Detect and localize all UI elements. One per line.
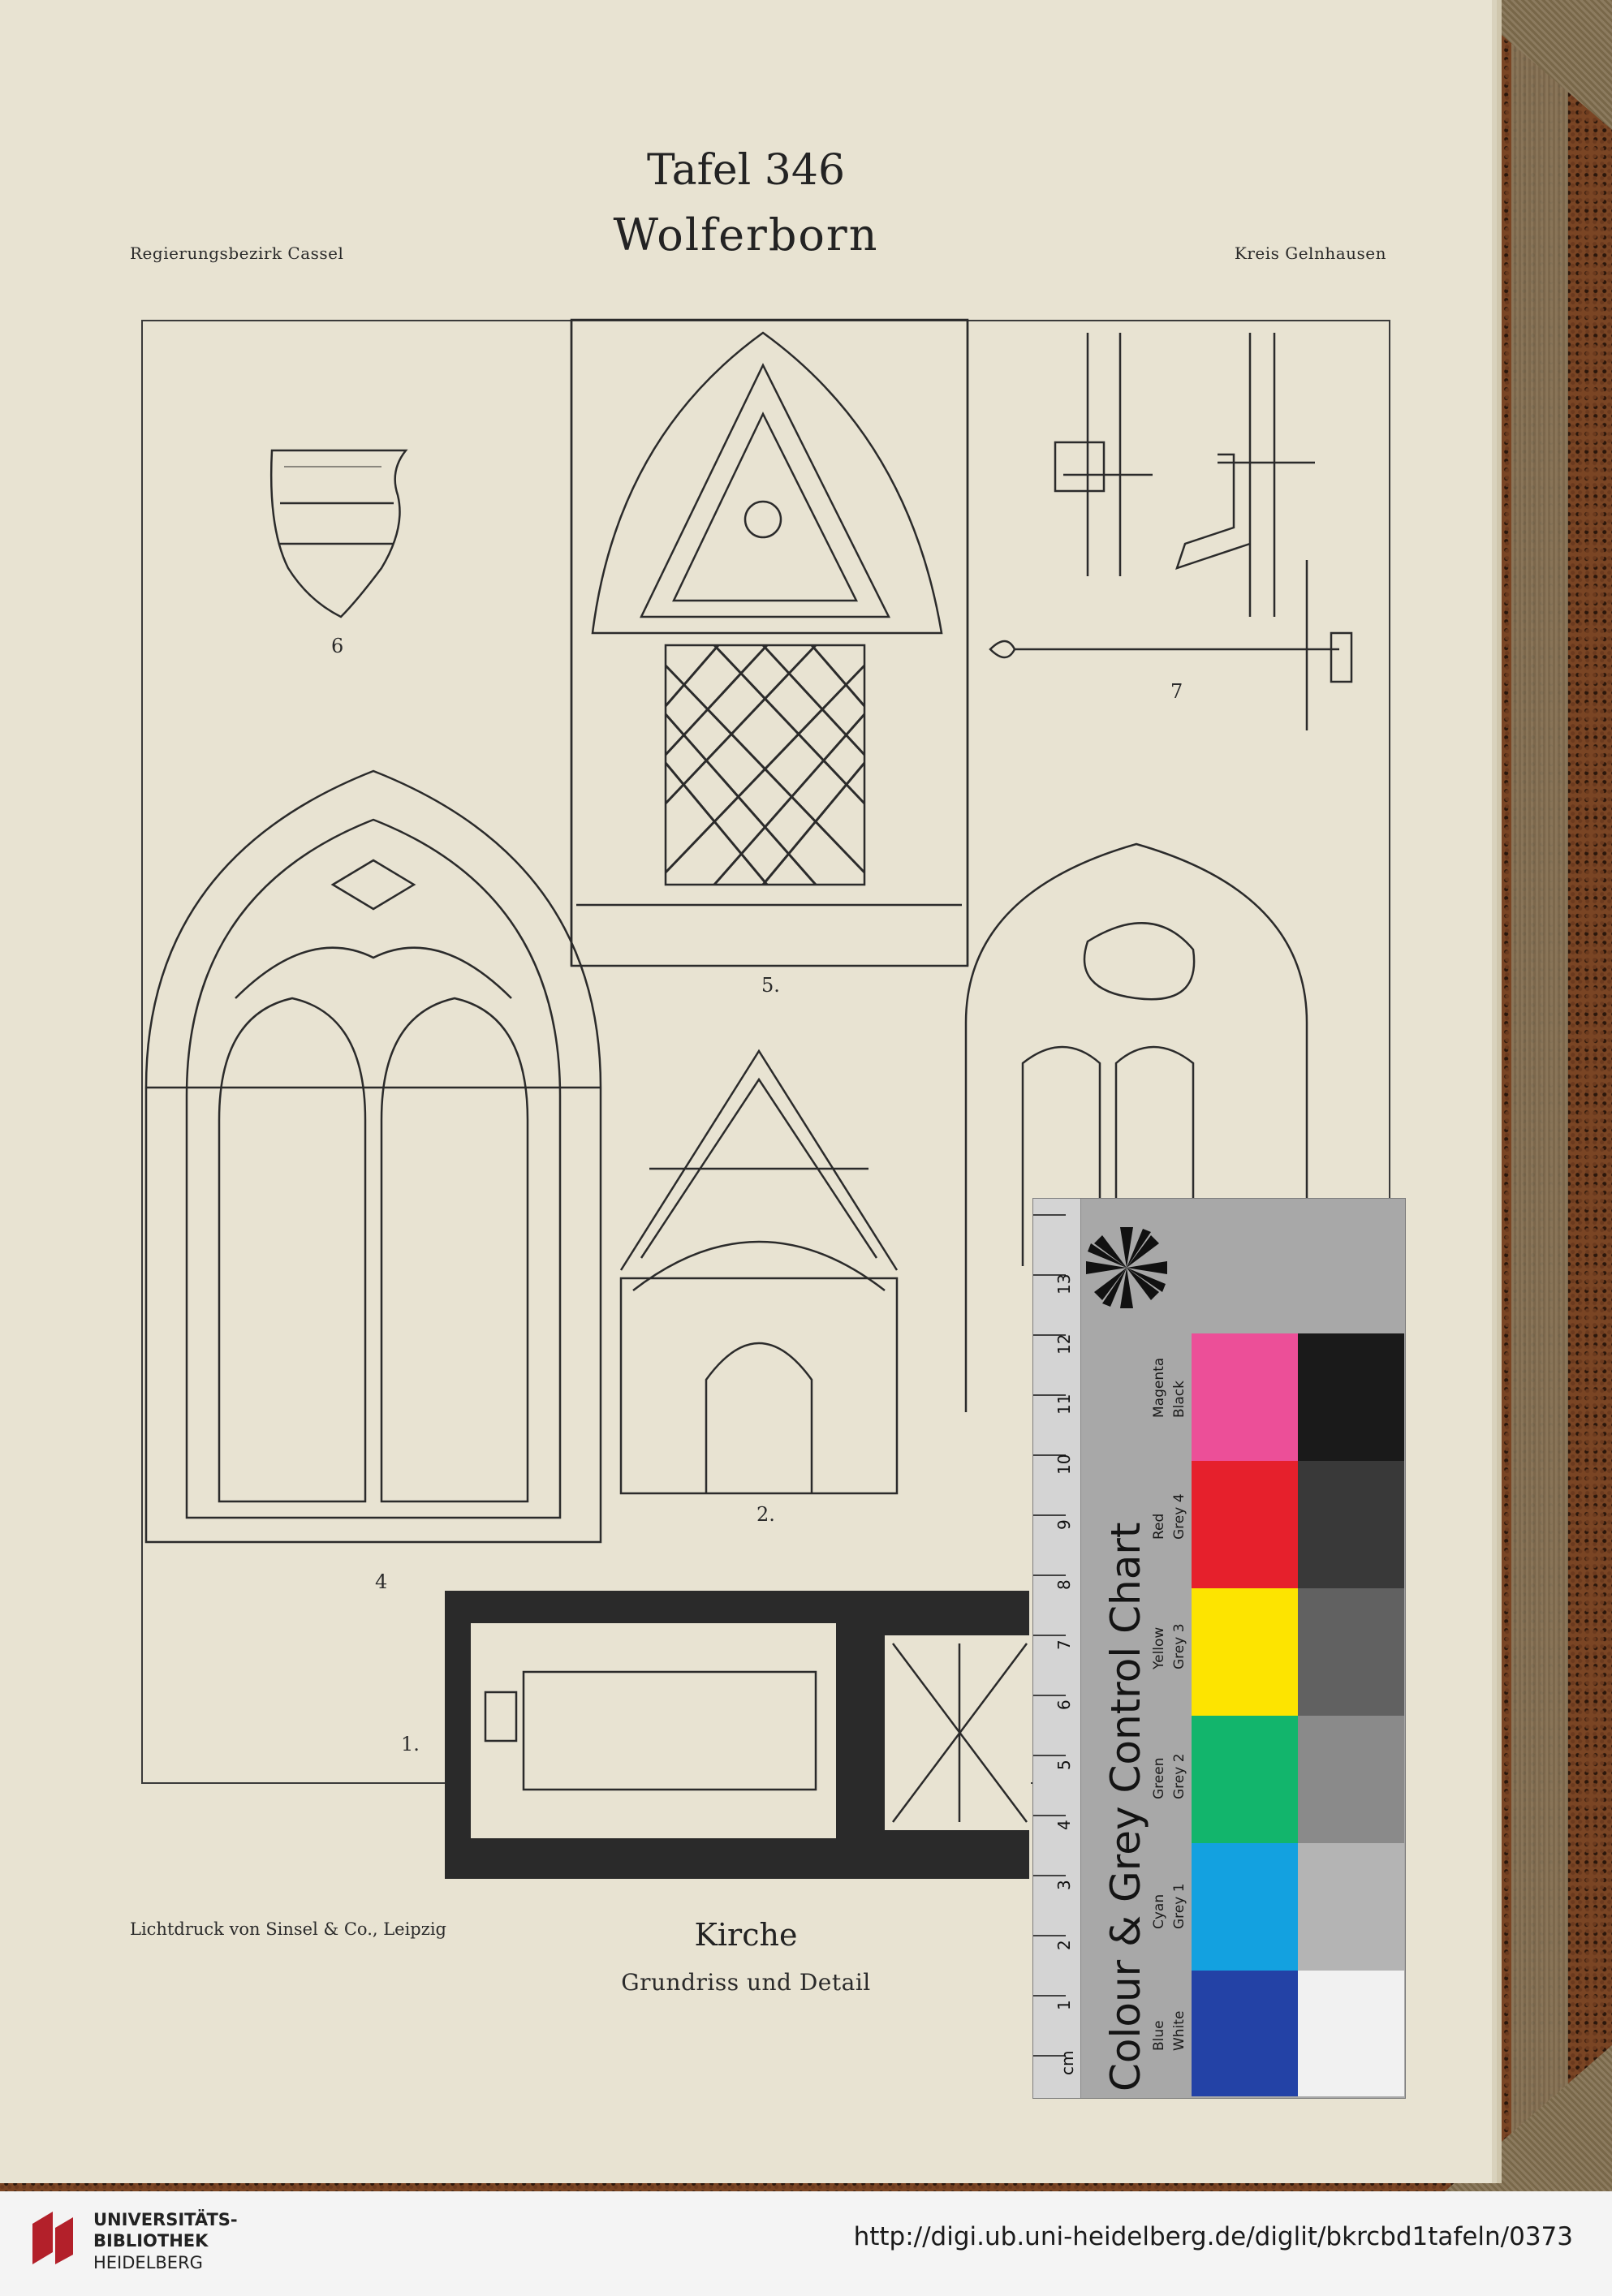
patch-black — [1298, 1333, 1404, 1461]
ruler-num-1: 1 — [1054, 2000, 1074, 2010]
patch-cyan — [1192, 1843, 1298, 1971]
iron-fittings-drawing — [989, 333, 1353, 730]
ruler-num-7: 7 — [1054, 1639, 1074, 1650]
label-red: Red — [1151, 1513, 1167, 1540]
label-black: Black — [1171, 1381, 1187, 1418]
colour-control-chart: cm 1 2 3 4 5 6 7 8 9 10 11 12 13 Colour … — [1032, 1198, 1406, 2099]
label-magenta: Magenta — [1151, 1357, 1167, 1418]
patch-yellow — [1192, 1588, 1298, 1716]
ruler-num-9: 9 — [1054, 1519, 1074, 1530]
printer-credit: Lichtdruck von Sinsel & Co., Leipzig — [130, 1919, 446, 1939]
gable-window-drawing — [576, 331, 962, 907]
ruler-num-2: 2 — [1054, 1940, 1074, 1950]
figure-number-2: 2. — [756, 1503, 775, 1526]
ruler-num-6: 6 — [1054, 1699, 1074, 1710]
patch-white — [1298, 1971, 1404, 2096]
ruler-num-4: 4 — [1054, 1820, 1074, 1830]
plate-number: Tafel 346 — [646, 146, 846, 195]
plate-subcaption: Grundriss und Detail — [621, 1969, 871, 1996]
patch-magenta — [1192, 1333, 1298, 1461]
ruler-num-12: 12 — [1054, 1333, 1074, 1355]
patch-red — [1192, 1461, 1298, 1588]
label-cyan: Cyan — [1151, 1893, 1167, 1929]
colour-patches — [1192, 1333, 1404, 2096]
label-yellow: Yellow — [1151, 1626, 1167, 1669]
label-white: White — [1171, 2010, 1187, 2051]
library-name: UNIVERSITÄTS- BIBLIOTHEK HEIDELBERG — [93, 2209, 238, 2273]
ruler-num-3: 3 — [1054, 1880, 1074, 1890]
library-logo-icon — [32, 2212, 73, 2264]
library-name-line1: UNIVERSITÄTS- — [93, 2210, 238, 2229]
region-label: Regierungsbezirk Cassel — [130, 243, 344, 263]
library-name-line2: BIBLIOTHEK — [93, 2231, 209, 2251]
figure-number-7: 7 — [1170, 680, 1183, 703]
library-name-line3: HEIDELBERG — [93, 2252, 203, 2272]
label-green: Green — [1151, 1757, 1167, 1799]
footer-bar — [0, 2191, 1612, 2296]
district-label: Kreis Gelnhausen — [1234, 243, 1386, 263]
tracery-window-drawing — [144, 769, 602, 1544]
ruler-num-10: 10 — [1054, 1454, 1074, 1475]
figure-number-5: 5. — [761, 974, 780, 997]
label-grey3: Grey 3 — [1171, 1623, 1187, 1669]
ruler-unit: cm — [1058, 2050, 1077, 2075]
patch-green — [1192, 1716, 1298, 1843]
ruler-num-8: 8 — [1054, 1579, 1074, 1590]
figure-number-1: 1. — [401, 1733, 420, 1755]
patch-grey3 — [1298, 1588, 1404, 1716]
architectural-drawings — [144, 318, 1353, 1879]
ruler-num-13: 13 — [1054, 1273, 1074, 1294]
figure-number-4: 4 — [375, 1570, 388, 1593]
ruler-num-11: 11 — [1054, 1394, 1074, 1415]
spine-cloth — [1511, 0, 1568, 2183]
label-grey2: Grey 2 — [1171, 1753, 1187, 1799]
place-name: Wolferborn — [613, 209, 879, 261]
figure-number-6: 6 — [331, 635, 344, 657]
starburst-icon — [1086, 1227, 1167, 1308]
floor-plan-drawing — [445, 1591, 1031, 1879]
second-window-drawing — [964, 842, 1308, 1412]
coat-of-arms-drawing — [269, 449, 408, 618]
label-blue: Blue — [1151, 2020, 1167, 2051]
patch-blue — [1192, 1971, 1298, 2096]
patch-grey4 — [1298, 1461, 1404, 1588]
cm-ruler: cm 1 2 3 4 5 6 7 8 9 10 11 12 13 — [1033, 1199, 1081, 2098]
label-grey4: Grey 4 — [1171, 1493, 1187, 1540]
label-grey1: Grey 1 — [1171, 1883, 1187, 1929]
source-url-link[interactable]: http://digi.ub.uni-heidelberg.de/diglit/… — [853, 2222, 1573, 2251]
patch-grey2 — [1298, 1716, 1404, 1843]
doorway-drawing — [619, 1049, 899, 1495]
plate-caption: Kirche — [694, 1917, 798, 1953]
ruler-num-5: 5 — [1054, 1760, 1074, 1770]
patch-grey1 — [1298, 1843, 1404, 1971]
